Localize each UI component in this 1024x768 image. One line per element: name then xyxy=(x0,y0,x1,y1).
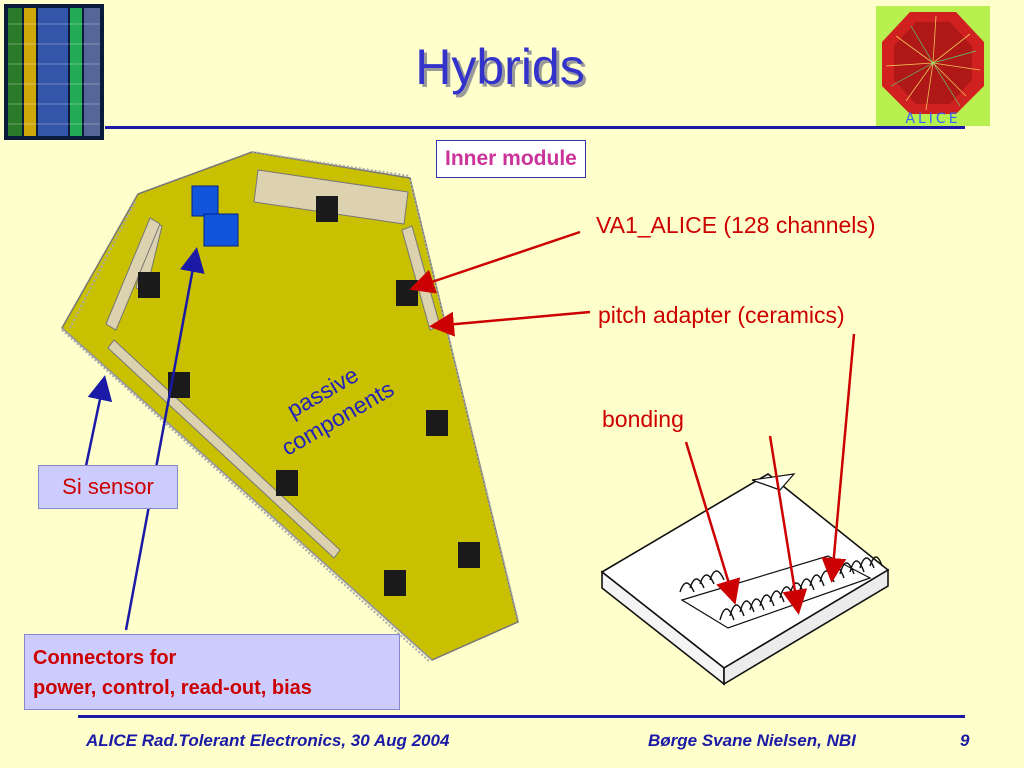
bonding-detail-drawing xyxy=(600,473,890,686)
arrow-si-sensor xyxy=(84,375,113,467)
va1-chip xyxy=(276,470,298,496)
blue-component xyxy=(203,213,239,247)
bonding-label: bonding xyxy=(602,406,684,432)
chip-layout-thumbnail xyxy=(4,4,104,140)
pitch-adapter-label: pitch adapter (ceramics) xyxy=(598,302,845,328)
pitch-adapter-left-outer xyxy=(105,217,161,331)
arrow-bonding-1 xyxy=(684,441,741,605)
arrow-pitch-adapter xyxy=(429,310,591,337)
alice-logo: ALICE xyxy=(876,6,990,126)
logo-text: ALICE xyxy=(905,111,960,126)
va1-chip xyxy=(316,196,338,222)
sensor-bond-edge-left xyxy=(61,151,519,663)
arrow-pitch-adapter-detail xyxy=(821,333,856,583)
arrow-bonding-2 xyxy=(768,435,808,615)
hybrid-drawing xyxy=(61,151,519,663)
arrow-va1 xyxy=(409,230,581,294)
arrow-connectors xyxy=(124,247,205,631)
va1-chip xyxy=(138,272,160,298)
page-title: Hybrids xyxy=(415,39,585,95)
va1-label: VA1_ALICE (128 channels) xyxy=(596,212,876,238)
blue-component xyxy=(191,185,219,217)
bottom-divider xyxy=(78,715,965,718)
page-number: 9 xyxy=(960,731,970,750)
va1-chip xyxy=(384,570,406,596)
connectors-line1: Connectors for xyxy=(33,647,177,669)
va1-chip xyxy=(426,410,448,436)
footer-event: ALICE Rad.Tolerant Electronics, 30 Aug 2… xyxy=(86,731,450,750)
footer-author: Børge Svane Nielsen, NBI xyxy=(648,731,856,750)
connectors-line2: power, control, read-out, bias xyxy=(33,677,312,699)
pitch-adapter-bottom xyxy=(107,339,341,559)
top-divider xyxy=(105,126,965,129)
inner-module-label: Inner module xyxy=(436,140,586,178)
va1-chip xyxy=(458,542,480,568)
connectors-label-box: Connectors for power, control, read-out,… xyxy=(24,634,400,710)
si-sensor-label: Si sensor xyxy=(38,465,178,509)
